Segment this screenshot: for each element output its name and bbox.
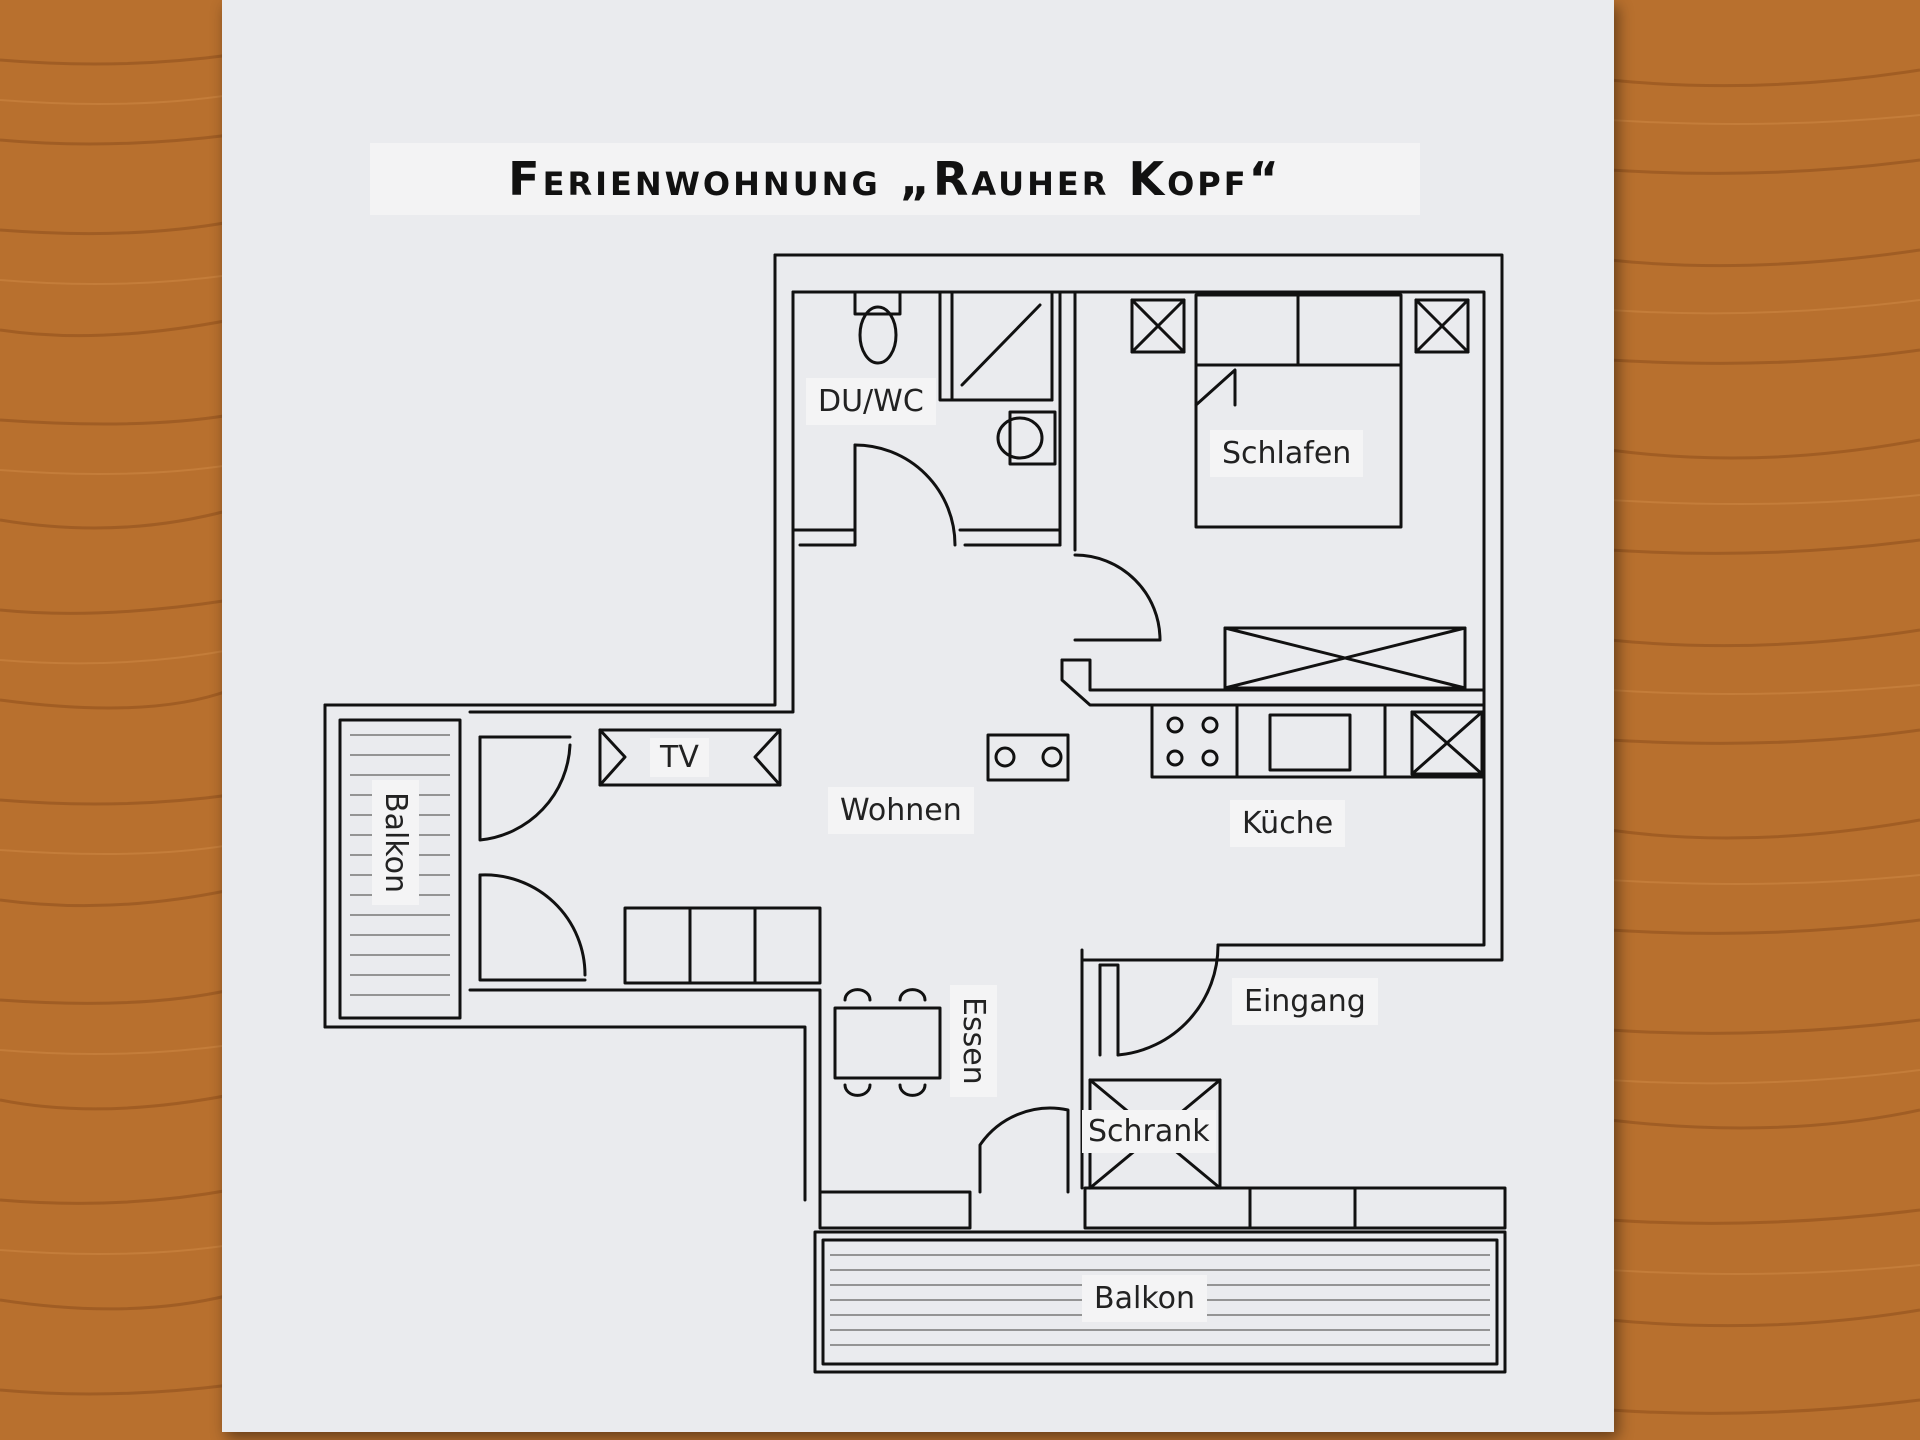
label-eingang: Eingang bbox=[1232, 978, 1378, 1025]
label-du-wc: DU/WC bbox=[806, 378, 936, 425]
label-schrank: Schrank bbox=[1082, 1110, 1216, 1153]
label-essen: Essen bbox=[950, 985, 997, 1097]
plan-title: Ferienwohnung „Rauher Kopf“ bbox=[370, 143, 1420, 215]
bedroom-furniture bbox=[1073, 293, 1470, 642]
label-kueche: Küche bbox=[1230, 800, 1346, 847]
bathroom-walls bbox=[791, 290, 1077, 552]
label-wohnen: Wohnen bbox=[828, 787, 974, 834]
label-balkon-bottom: Balkon bbox=[1082, 1275, 1207, 1322]
bottom-balcony-frame bbox=[813, 1230, 1507, 1374]
dining-furniture bbox=[833, 988, 1070, 1194]
label-balkon-left: Balkon bbox=[372, 780, 419, 905]
bottom-wall-row bbox=[818, 1186, 1507, 1230]
label-tv: TV bbox=[650, 738, 709, 777]
label-schlafen: Schlafen bbox=[1210, 430, 1364, 477]
balcony-slats bbox=[350, 734, 1490, 1346]
kitchen-furniture bbox=[986, 626, 1486, 782]
living-furniture bbox=[478, 728, 822, 985]
outer-walls bbox=[323, 253, 1504, 1202]
